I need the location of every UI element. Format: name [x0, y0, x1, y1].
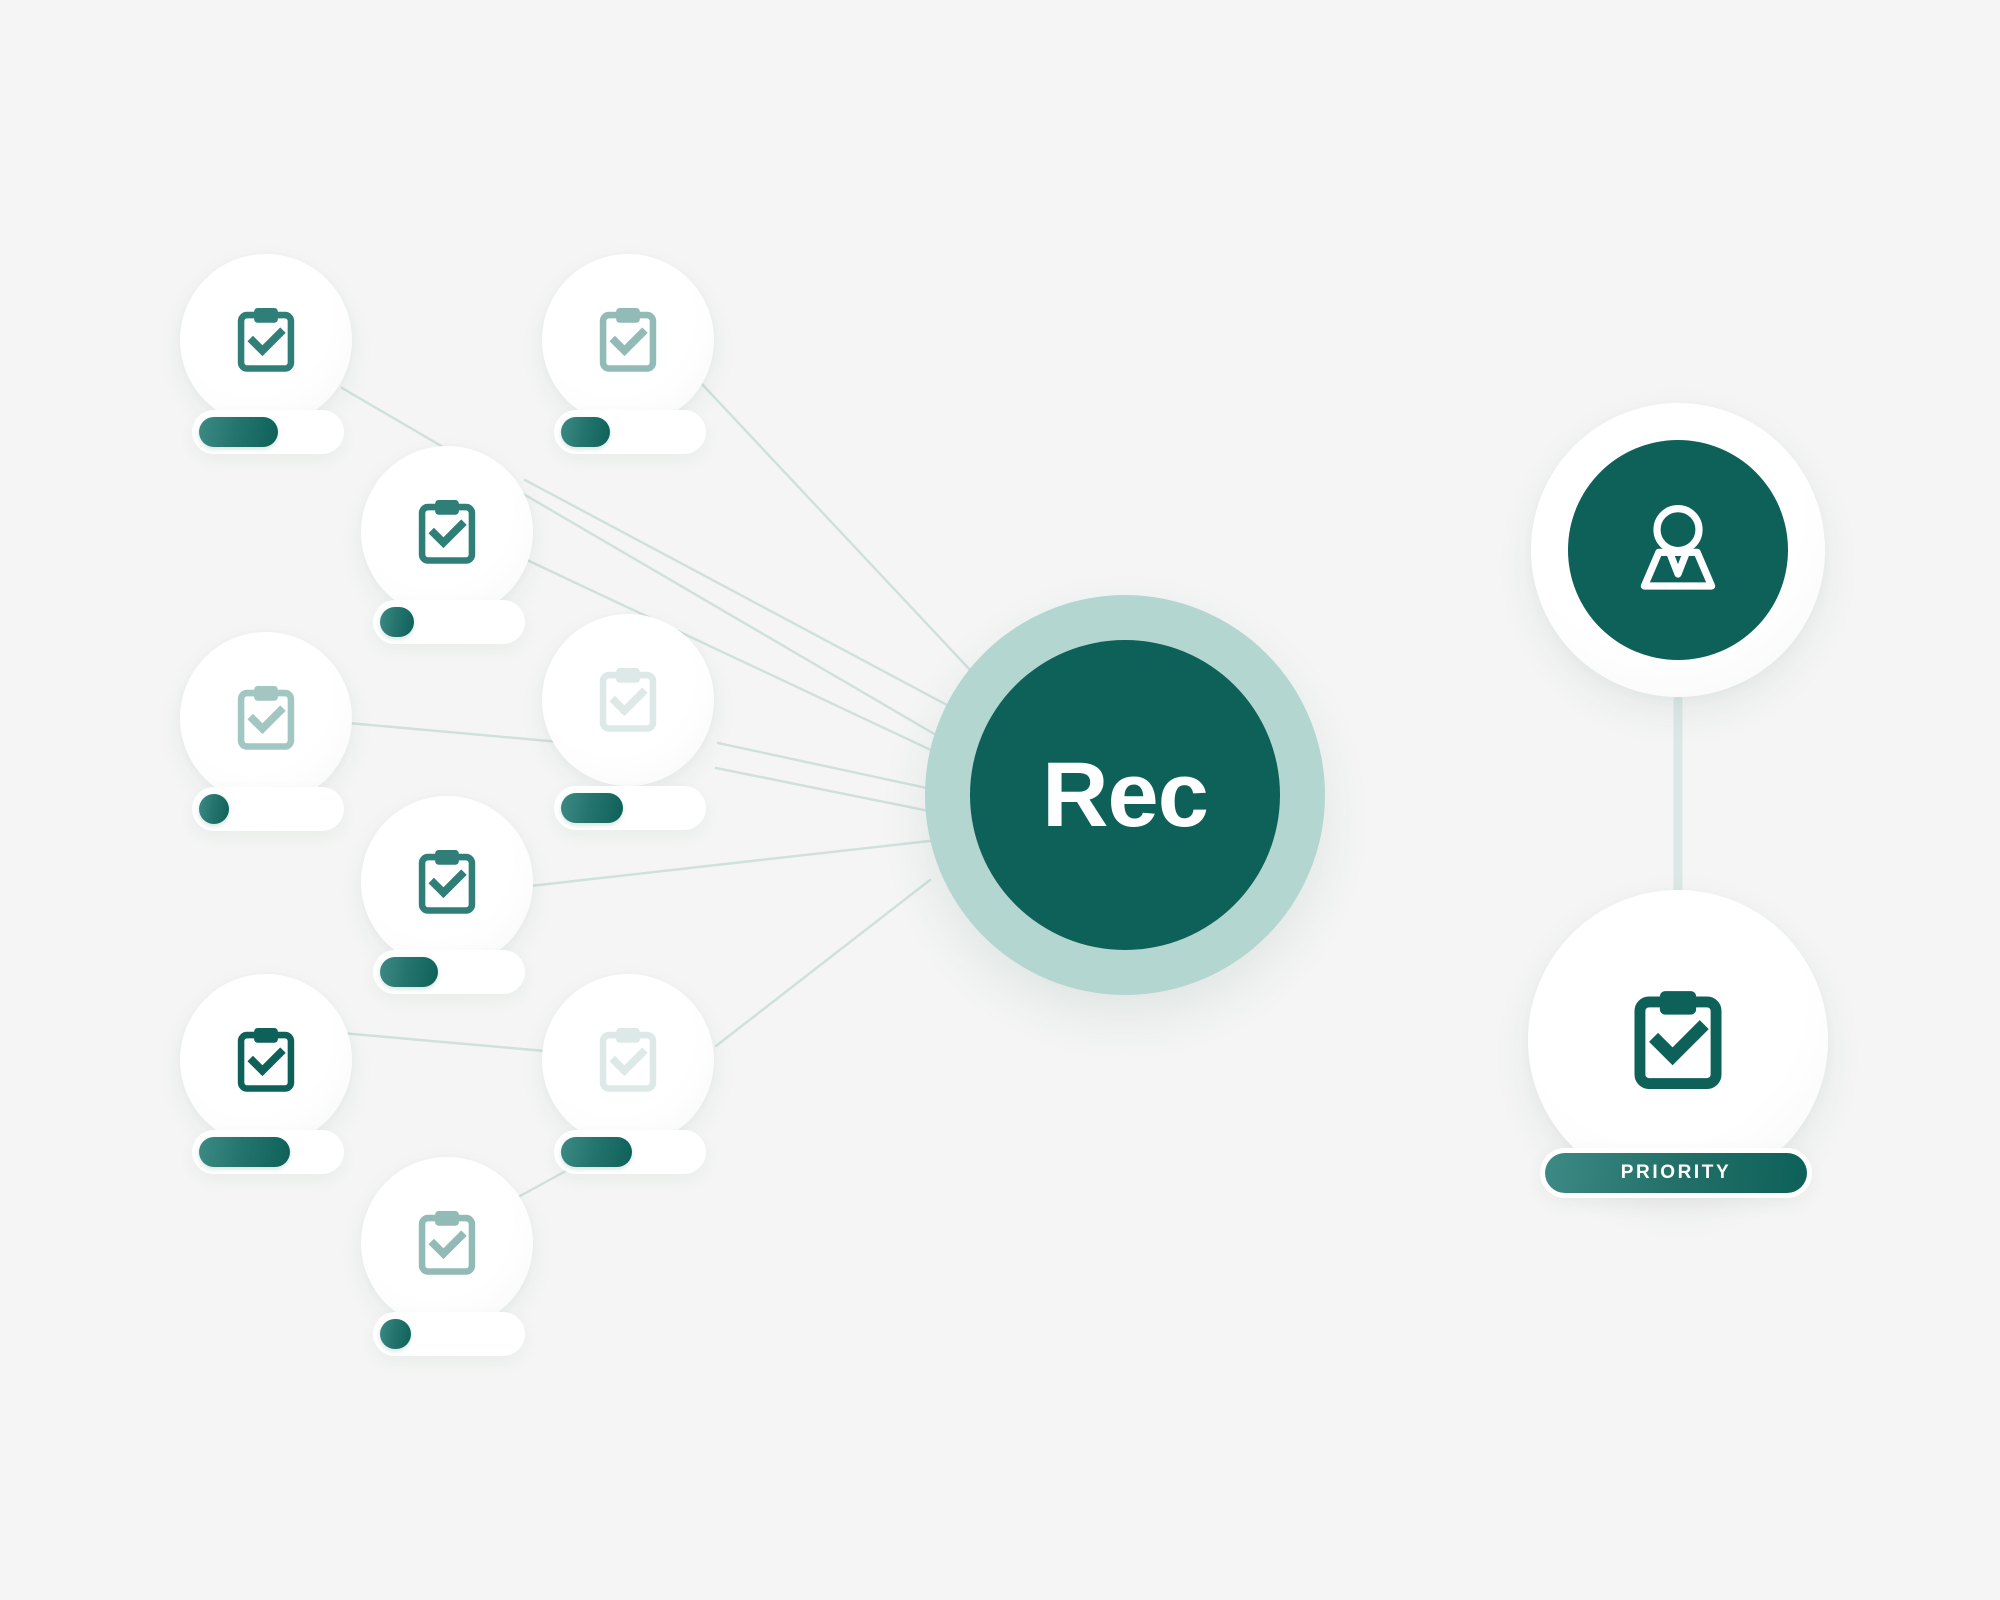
task-progress-bar[interactable]	[192, 410, 344, 454]
priority-badge-label: PRIORITY	[1620, 1162, 1732, 1183]
task-progress-fill	[199, 417, 278, 447]
clipboard-check-icon	[418, 1210, 476, 1275]
task-node-circle	[180, 974, 352, 1146]
clipboard-check-icon	[1634, 991, 1722, 1089]
owner-halo	[1531, 403, 1825, 697]
task-node-circle	[542, 254, 714, 426]
task-progress-fill	[380, 957, 438, 987]
task-progress-bar[interactable]	[554, 410, 706, 454]
clipboard-check-icon	[599, 307, 657, 372]
clipboard-check-icon	[599, 667, 657, 732]
hub-edge	[328, 1030, 558, 1054]
hub-edge	[528, 838, 940, 888]
hub-edge	[716, 741, 938, 792]
clipboard-check-icon	[237, 307, 295, 372]
hub-edge	[714, 878, 932, 1048]
task-progress-bar[interactable]	[192, 787, 344, 831]
task-progress-bar[interactable]	[373, 950, 525, 994]
hub-core: Rec	[970, 640, 1280, 950]
priority-badge[interactable]: PRIORITY	[1540, 1148, 1812, 1198]
priority-halo	[1528, 890, 1828, 1190]
priority-pill: PRIORITY	[1545, 1153, 1807, 1193]
person-icon	[1640, 505, 1716, 590]
owner-core	[1568, 440, 1788, 660]
hub-edge	[346, 721, 562, 744]
task-node-circle	[180, 254, 352, 426]
task-node-circle	[180, 632, 352, 804]
task-progress-fill	[561, 793, 623, 823]
task-progress-fill	[380, 607, 414, 637]
task-progress-bar[interactable]	[554, 786, 706, 830]
task-progress-fill	[561, 1137, 632, 1167]
clipboard-check-icon	[237, 685, 295, 750]
task-progress-fill	[561, 417, 610, 447]
clipboard-check-icon	[599, 1027, 657, 1092]
hub-node[interactable]: Rec	[925, 595, 1325, 995]
task-progress-fill	[199, 794, 229, 824]
task-progress-bar[interactable]	[373, 600, 525, 644]
task-node-circle	[361, 796, 533, 968]
hub-label: Rec	[1042, 744, 1209, 846]
hub-edge	[698, 380, 974, 674]
hub-edge	[714, 766, 946, 816]
hub-edge	[523, 478, 962, 714]
clipboard-check-icon	[418, 849, 476, 914]
task-progress-bar[interactable]	[554, 1130, 706, 1174]
task-progress-fill	[199, 1137, 290, 1167]
task-node-circle	[361, 446, 533, 618]
hub-edges	[328, 380, 974, 1198]
task-node-circle	[542, 974, 714, 1146]
clipboard-check-icon	[418, 499, 476, 564]
hub-edge	[525, 558, 954, 762]
task-progress-bar[interactable]	[192, 1130, 344, 1174]
clipboard-check-icon	[237, 1027, 295, 1092]
task-progress-fill	[380, 1319, 411, 1349]
task-node-circle	[542, 614, 714, 786]
task-node-circle	[361, 1157, 533, 1329]
task-progress-bar[interactable]	[373, 1312, 525, 1356]
